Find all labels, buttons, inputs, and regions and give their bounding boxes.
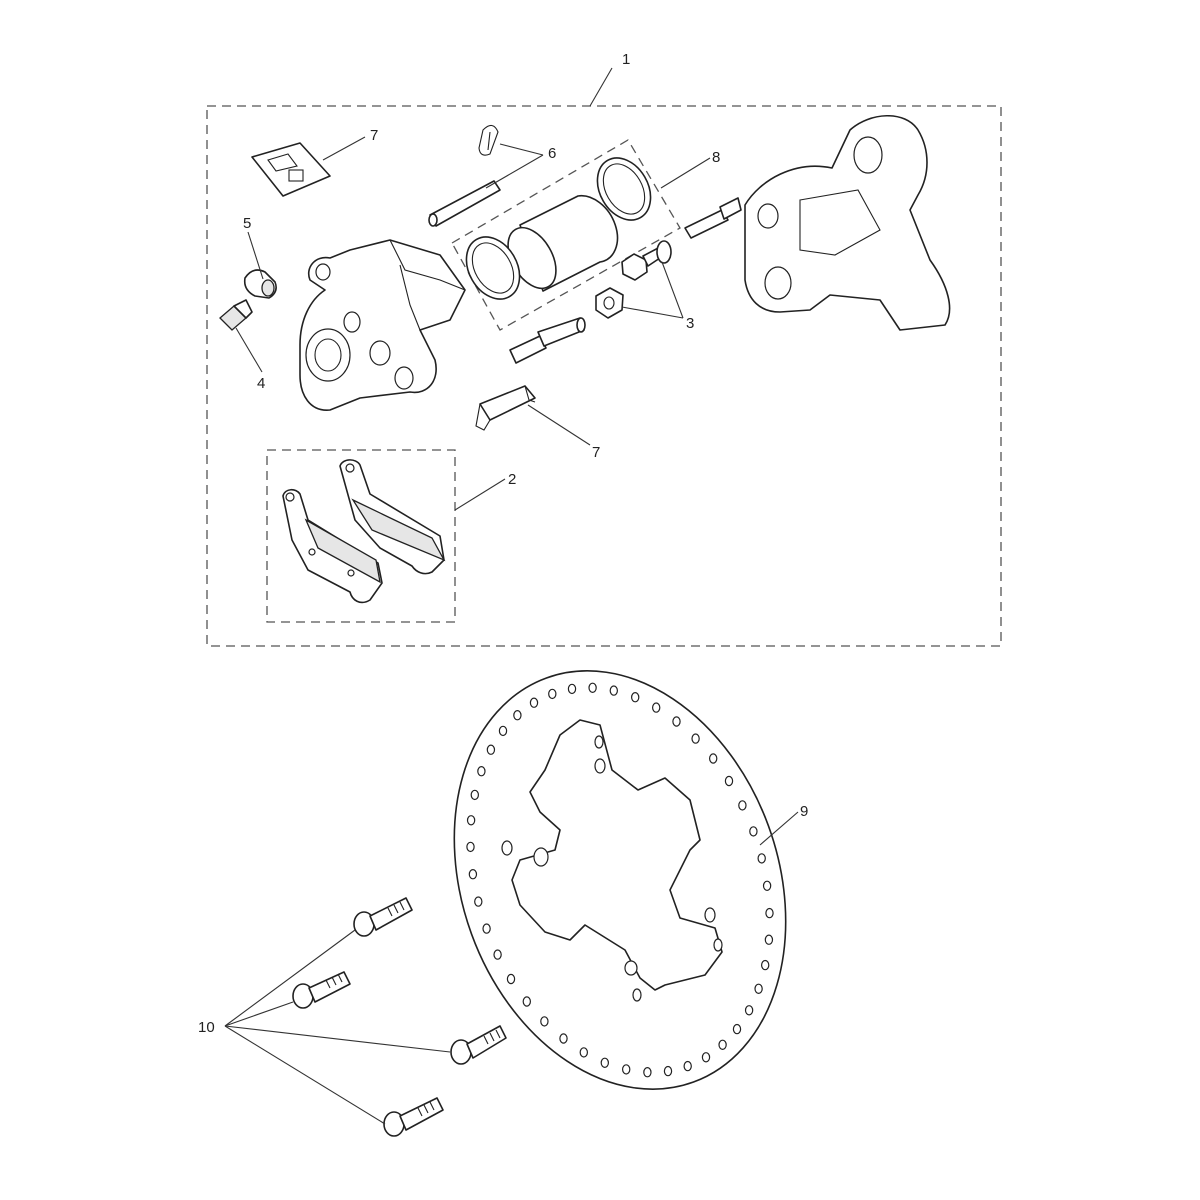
disc-vent-hole xyxy=(477,766,486,777)
disc-vent-hole xyxy=(732,1023,742,1035)
disc-vent-hole xyxy=(764,934,774,945)
disc-vent-hole xyxy=(757,853,766,864)
disc-vent-hole xyxy=(761,959,770,971)
leader-10d xyxy=(224,1025,386,1125)
disc-vent-hole xyxy=(663,1065,673,1077)
leader-5 xyxy=(247,231,264,280)
disc-vent-hole xyxy=(468,869,478,880)
leader-4 xyxy=(235,327,263,373)
disc-vent-hole xyxy=(579,1047,589,1058)
disc-vent-hole xyxy=(482,923,491,934)
disc-vent-hole xyxy=(754,983,763,995)
disc-vent-hole xyxy=(540,1016,549,1027)
callout-3: 3 xyxy=(686,315,694,332)
seal-kit-frame xyxy=(451,139,681,331)
disc-vent-hole xyxy=(631,692,640,703)
disc-vent-hole xyxy=(493,949,502,960)
callout-6: 6 xyxy=(548,145,556,162)
brake-pad-rear xyxy=(282,488,383,604)
disc-vent-hole xyxy=(609,685,619,696)
slide-pin-bolt-upper xyxy=(684,197,742,239)
callout-9: 9 xyxy=(800,803,808,820)
caliper-carrier-bracket xyxy=(744,114,951,331)
disc-vent-hole xyxy=(567,683,577,695)
disc-vent-hole xyxy=(466,815,476,826)
disc-vent-hole xyxy=(709,753,718,764)
disc-vent-hole xyxy=(762,880,772,892)
mounting-bolt-and-nuts xyxy=(595,240,672,319)
callout-5: 5 xyxy=(243,215,251,232)
pad-spring-clip-upper xyxy=(251,142,331,197)
disc-vent-hole xyxy=(749,826,758,837)
disc-vent-hole xyxy=(652,702,661,713)
disc-vent-hole xyxy=(691,733,700,744)
disc-vent-hole xyxy=(522,996,532,1007)
disc-vent-hole xyxy=(701,1052,711,1063)
callout-7-upper: 7 xyxy=(370,127,378,144)
callout-8: 8 xyxy=(712,149,720,166)
brake-pad-front xyxy=(339,459,446,575)
callout-1: 1 xyxy=(622,51,630,68)
disc-vent-hole xyxy=(498,725,508,737)
disc-vent-hole xyxy=(765,907,774,919)
leader-3b xyxy=(621,306,684,319)
seal-kit xyxy=(465,157,652,300)
leader-2 xyxy=(454,478,506,511)
caliper-assembly-frame xyxy=(206,105,1002,647)
pad-spring-clip-lower xyxy=(475,385,536,431)
disc-vent-hole xyxy=(672,716,681,727)
callout-4: 4 xyxy=(257,375,265,392)
disc-vent-hole xyxy=(470,789,479,801)
disc-vent-hole xyxy=(588,682,597,694)
caliper-body xyxy=(299,239,466,411)
leader-9 xyxy=(759,811,799,846)
disc-vent-hole xyxy=(548,688,557,700)
disc-vent-hole xyxy=(474,896,483,907)
leader-3a xyxy=(661,261,684,319)
disc-bolt-2 xyxy=(292,971,351,1009)
callout-10: 10 xyxy=(198,1019,215,1036)
disc-vent-hole xyxy=(559,1033,568,1044)
brake-disc xyxy=(453,670,787,1090)
brake-pads-frame xyxy=(266,449,456,623)
leader-6a xyxy=(499,143,544,156)
disc-vent-hole xyxy=(529,697,539,708)
leader-8 xyxy=(660,157,711,189)
disc-vent-hole xyxy=(506,973,516,985)
bleed-screw-cap xyxy=(243,269,277,299)
pad-pin-and-clip xyxy=(428,124,501,227)
slide-pin-bolt-lower xyxy=(509,317,586,364)
disc-vent-hole xyxy=(643,1066,652,1078)
leader-1 xyxy=(589,67,613,107)
callout-2: 2 xyxy=(508,471,516,488)
leader-10a xyxy=(224,929,356,1027)
callout-7-lower: 7 xyxy=(592,444,600,461)
disc-vent-hole xyxy=(486,744,496,755)
disc-vent-hole xyxy=(513,710,522,721)
disc-vent-hole xyxy=(724,775,734,787)
bleed-nipple xyxy=(219,299,253,331)
disc-bolt-3 xyxy=(450,1025,507,1065)
disc-vent-hole xyxy=(622,1064,631,1075)
disc-vent-hole xyxy=(683,1060,692,1072)
leader-7b xyxy=(527,404,591,446)
disc-bolt-4 xyxy=(383,1097,444,1137)
leader-10b xyxy=(224,1001,294,1027)
disc-vent-hole xyxy=(738,800,747,811)
disc-vent-hole xyxy=(718,1039,727,1051)
leader-10c xyxy=(224,1025,451,1053)
disc-vent-hole xyxy=(600,1057,610,1069)
disc-bolt-1 xyxy=(353,897,413,937)
leader-6b xyxy=(485,154,544,189)
brake-disc-vent-holes xyxy=(466,682,774,1078)
disc-vent-hole xyxy=(744,1005,754,1016)
disc-vent-hole xyxy=(466,841,475,853)
leader-7a xyxy=(322,136,366,161)
